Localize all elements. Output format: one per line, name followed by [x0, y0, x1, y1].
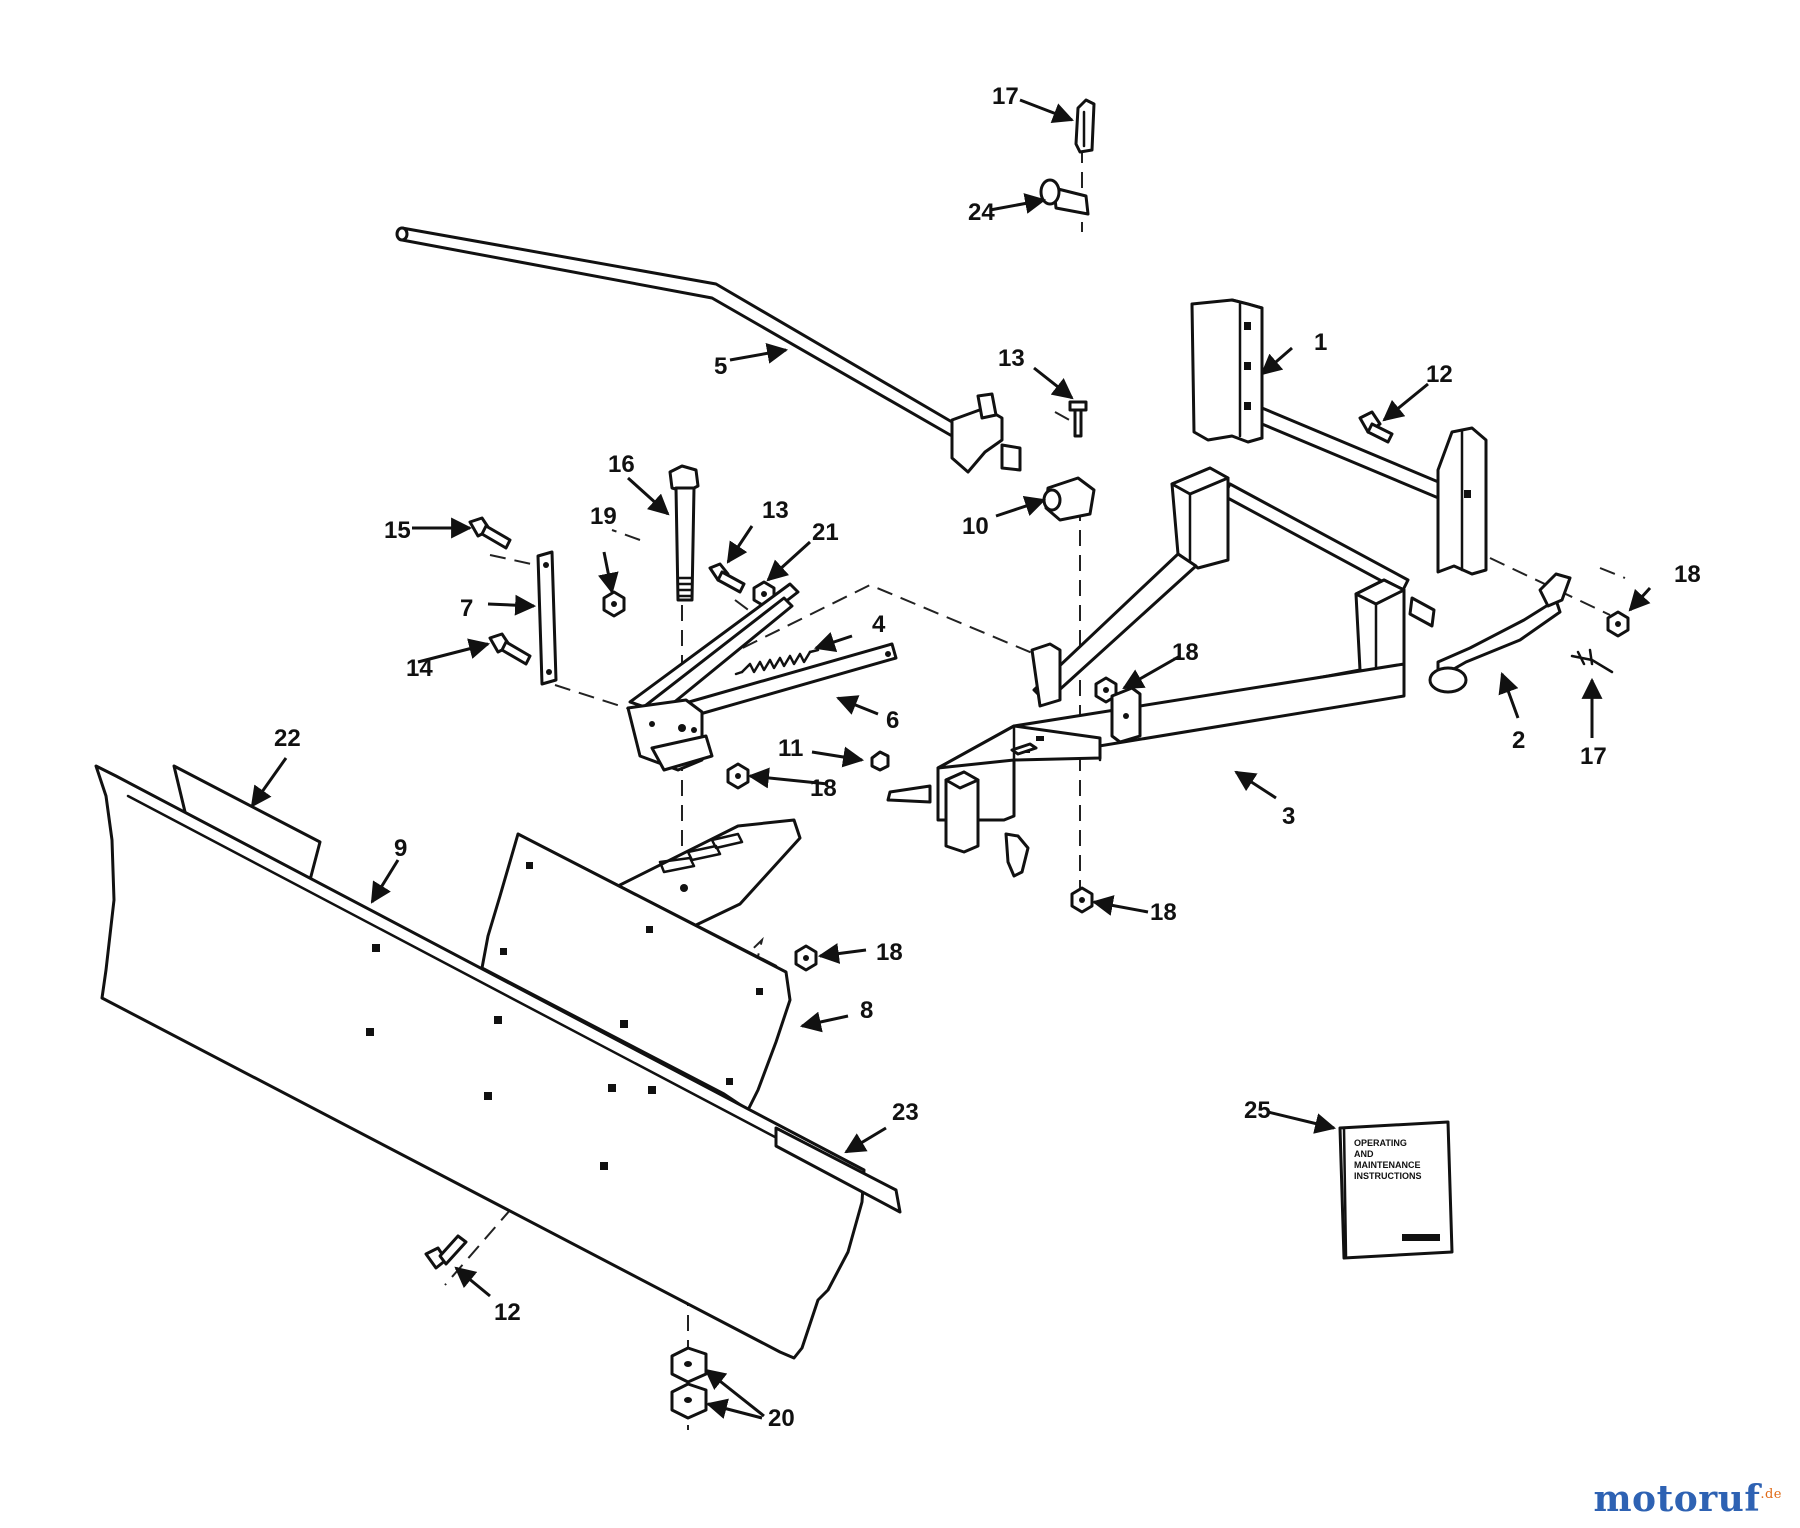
callout-16: 16	[608, 451, 635, 478]
callout-7: 7	[460, 595, 473, 622]
bolt-16	[668, 464, 700, 602]
leader-arrows	[250, 98, 1652, 1420]
callout-12-bottom: 12	[494, 1299, 521, 1326]
a-frame	[886, 466, 1436, 878]
callout-24: 24	[968, 199, 995, 226]
callout-25: 25	[1244, 1097, 1271, 1124]
callout-1: 1	[1314, 329, 1327, 356]
callout-9: 9	[394, 835, 407, 862]
lock-nut-18-pivot	[726, 762, 750, 790]
callout-labels: 1 2 3 4 5 6 7 8 9 10 11 12 12 13 13 14 1…	[274, 83, 1701, 1432]
lock-nut-18-plate	[794, 944, 818, 972]
operating-manual: OPERATING AND MAINTENANCE INSTRUCTIONS	[1338, 1120, 1454, 1260]
bolt-11	[870, 750, 890, 772]
callout-17-right: 17	[1580, 743, 1607, 770]
callout-22: 22	[274, 725, 301, 752]
clevis-pin	[1039, 178, 1090, 216]
callout-17-top: 17	[992, 83, 1019, 110]
lock-nut-18-bottom	[1070, 886, 1094, 914]
watermark-name: motoruf	[1593, 1478, 1761, 1520]
lift-rod	[395, 226, 1022, 474]
callout-13-right: 13	[998, 345, 1025, 372]
watermark-logo: motoruf.de	[1593, 1478, 1782, 1520]
bolt-12-bottom	[424, 1234, 468, 1270]
callout-23: 23	[892, 1099, 919, 1126]
bolt-13-left	[708, 562, 746, 594]
callout-20: 20	[768, 1405, 795, 1432]
lock-nut-19	[602, 590, 626, 618]
pivot-frame	[626, 582, 898, 772]
hitch-pin-clip-top	[1074, 98, 1096, 154]
mounting-bracket	[1190, 298, 1488, 576]
blade-wear-strip-23	[774, 1126, 902, 1214]
callout-11: 11	[778, 735, 803, 762]
bolt-12-right	[1358, 410, 1394, 444]
bolt-15	[468, 516, 512, 550]
jam-nuts-20	[670, 1346, 708, 1420]
callout-13-left: 13	[762, 497, 789, 524]
callout-4: 4	[872, 611, 886, 638]
manual-line-4: INSTRUCTIONS	[1354, 1171, 1422, 1181]
bolt-13-right	[1068, 400, 1088, 438]
link-7	[536, 550, 558, 686]
callout-18-far-right: 18	[1674, 561, 1701, 588]
lock-nut-18-far-right	[1606, 610, 1630, 638]
manual-line-1: OPERATING	[1354, 1138, 1407, 1148]
callout-3: 3	[1282, 803, 1295, 830]
callout-14: 14	[406, 655, 433, 682]
hair-pin-clip-right	[1570, 648, 1614, 674]
callout-12-right: 12	[1426, 361, 1453, 388]
callout-6: 6	[886, 707, 899, 734]
callout-18-bottom: 18	[1150, 899, 1177, 926]
callout-2: 2	[1512, 727, 1525, 754]
manual-line-3: MAINTENANCE	[1354, 1160, 1421, 1170]
callout-8: 8	[860, 997, 873, 1024]
callout-18-plate: 18	[876, 939, 903, 966]
hitch-pin-lever	[1428, 572, 1572, 694]
callout-10: 10	[962, 513, 989, 540]
rod-clamp	[1042, 476, 1096, 522]
callout-18-upper: 18	[1172, 639, 1199, 666]
callout-21: 21	[812, 519, 839, 546]
callout-15: 15	[384, 517, 411, 544]
callout-18-pivot: 18	[810, 775, 837, 802]
watermark-tld: .de	[1760, 1487, 1782, 1502]
bolt-14	[488, 632, 532, 666]
callout-5: 5	[714, 353, 727, 380]
callout-19: 19	[590, 503, 617, 530]
manual-line-2: AND	[1354, 1149, 1374, 1159]
